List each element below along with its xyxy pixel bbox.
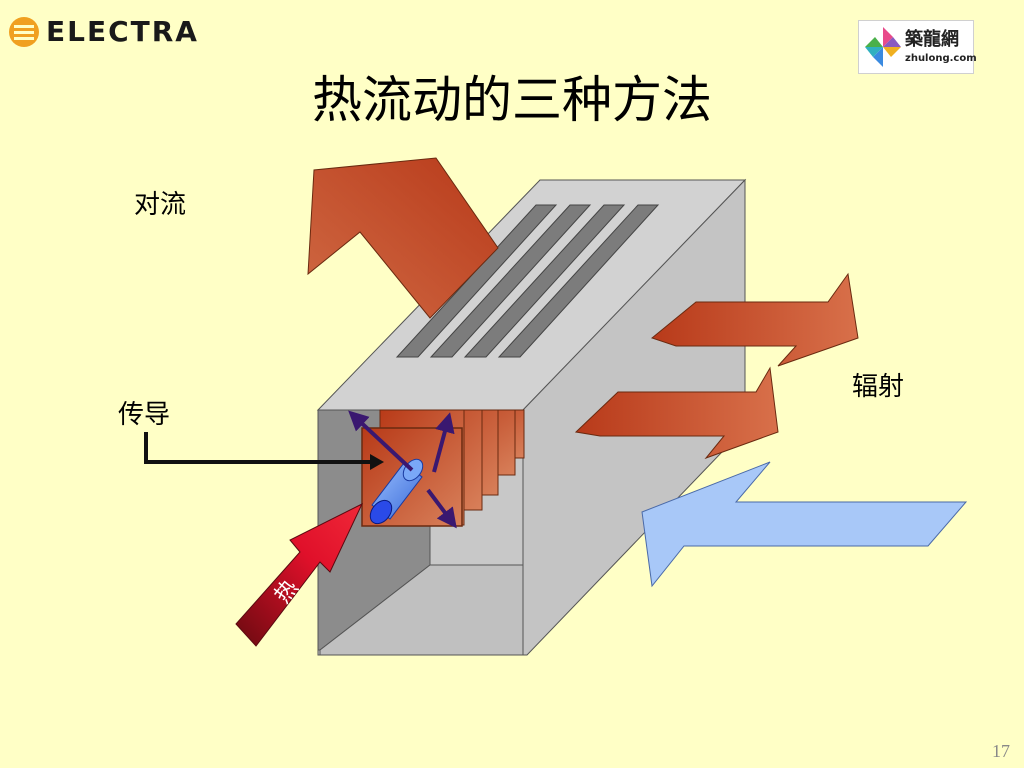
brand-name: 築龍網 bbox=[905, 29, 959, 50]
conduction-arrow bbox=[432, 412, 455, 473]
conduction-arrow bbox=[426, 488, 457, 529]
logo-text: ELECTRA bbox=[46, 15, 199, 48]
convection-arrow bbox=[307, 157, 499, 319]
label-convection: 对流 bbox=[134, 190, 187, 220]
label-radiation: 辐射 bbox=[852, 372, 905, 402]
zhulong-logo: 築龍網 zhulong.com bbox=[858, 20, 977, 74]
radiation-arrow-upper bbox=[650, 272, 859, 367]
heat-input-arrow bbox=[235, 502, 364, 647]
label-conduction: 传导 bbox=[118, 400, 171, 430]
vent-slot bbox=[429, 204, 592, 358]
brand-url: zhulong.com bbox=[905, 53, 977, 64]
conduction-arrows bbox=[348, 410, 457, 529]
slide-title: 热流动的三种方法 bbox=[312, 71, 712, 129]
electra-logo: ELECTRA bbox=[8, 12, 199, 52]
page-number: 17 bbox=[992, 741, 1010, 761]
electra-logo-icon bbox=[9, 17, 39, 47]
conduction-pointer bbox=[144, 432, 384, 470]
conduction-arrow bbox=[348, 410, 414, 472]
vent-slots bbox=[395, 204, 660, 358]
box-opening-inner bbox=[319, 564, 524, 656]
radiation-arrow-lower bbox=[574, 366, 779, 460]
pinwheel-icon bbox=[865, 27, 901, 67]
cold-air-arrow bbox=[641, 461, 968, 588]
vent-slot bbox=[463, 204, 626, 358]
vent-slot bbox=[497, 204, 660, 358]
